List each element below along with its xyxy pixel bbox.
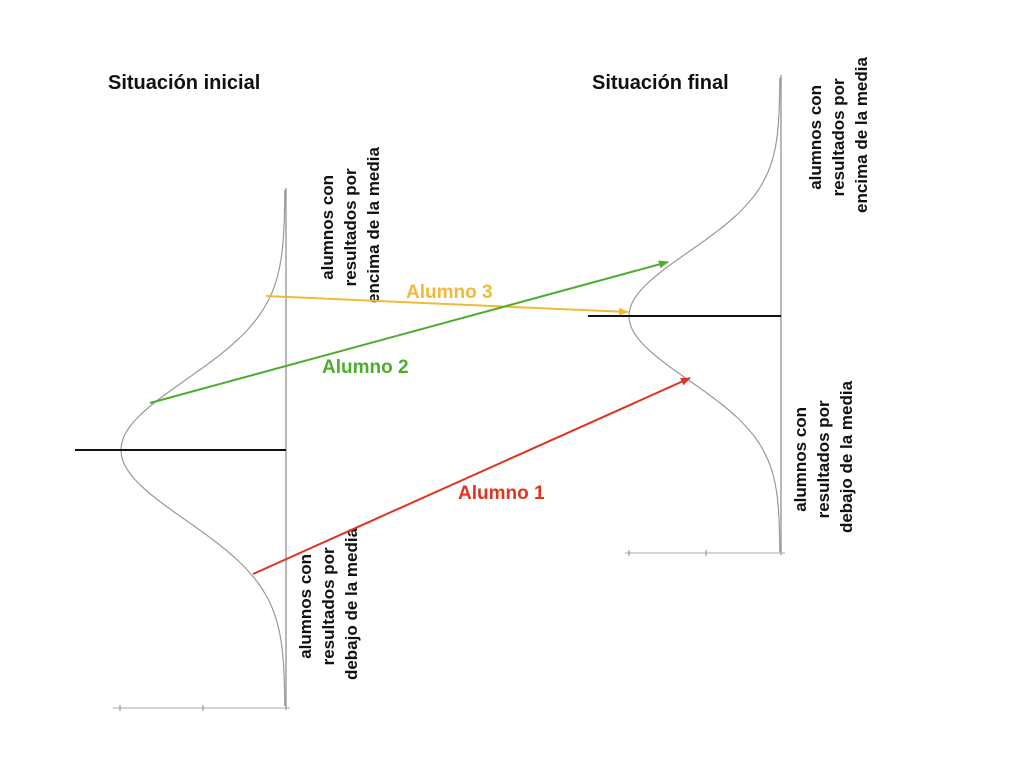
final-title: Situación final [592,72,729,94]
alumno-1-label: Alumno 1 [458,483,545,504]
alumno-1-arrow [252,377,691,575]
alumno-2-label: Alumno 2 [322,357,409,378]
initial-below-label: alumnos con resultados por debajo de la … [296,527,361,680]
final-below-label: alumnos con resultados por debajo de la … [791,380,856,533]
initial-above-label: alumnos con resultados por encima de la … [318,147,383,303]
alumno-2-arrow [149,260,669,404]
alumno-3-arrow [265,295,629,316]
final-above-label: alumnos con resultados por encima de la … [806,57,871,213]
final-chart [588,75,785,556]
initial-bell-curve [120,190,286,706]
initial-chart [75,188,290,711]
initial-title: Situación inicial [108,72,260,94]
alumno-3-label: Alumno 3 [406,282,493,303]
